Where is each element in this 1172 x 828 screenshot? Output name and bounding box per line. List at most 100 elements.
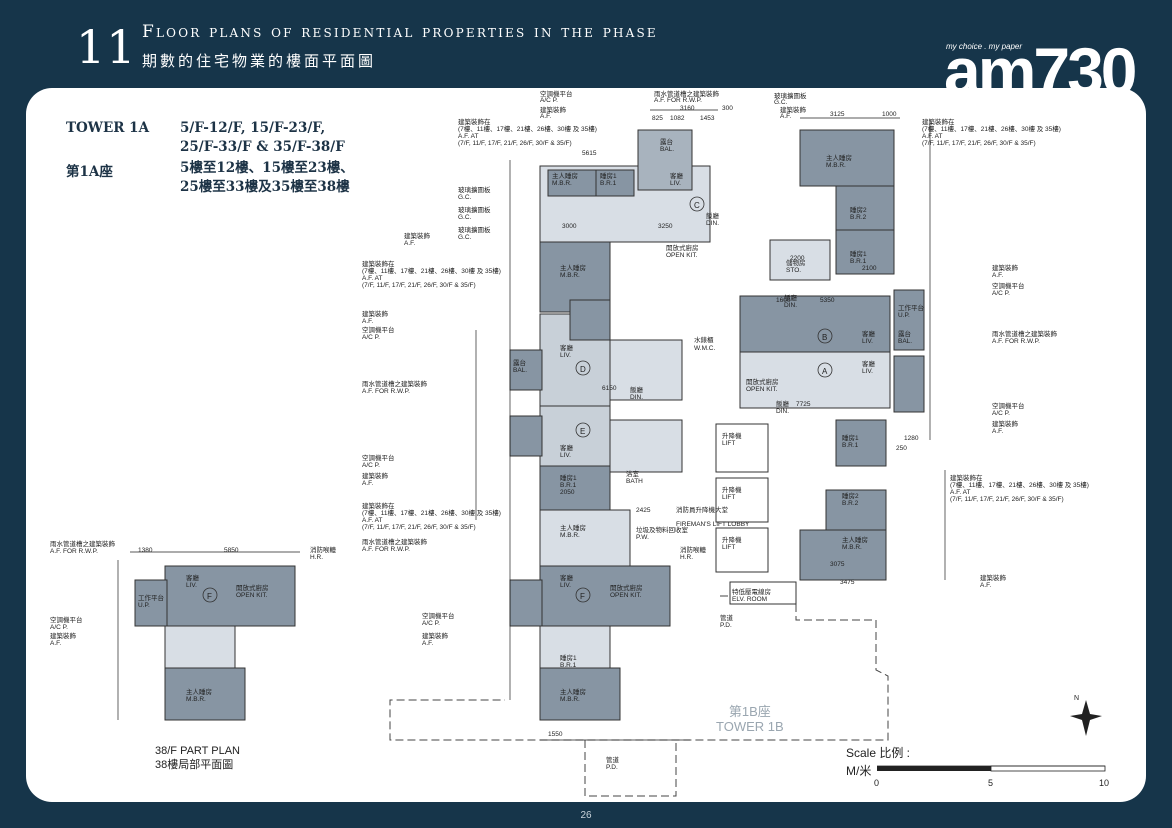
page-header: 11 Floor plans of residential properties… [0, 0, 1172, 104]
kitchen-label-a: 開放式廚房 [746, 377, 779, 386]
unit-markers [202, 196, 833, 603]
rwp-left-1: 雨水管道槽之建築裝飾 [362, 379, 428, 388]
dining-label-d-en: DIN. [630, 394, 643, 401]
tower-1b-outline [389, 595, 889, 797]
scale-tick-5: 5 [988, 778, 993, 788]
water-meter-label: 水錶櫃 [694, 335, 714, 344]
dim-2100: 2100 [862, 265, 877, 272]
af-at-zh-left-2: 建築裝飾在 [362, 501, 395, 510]
lift-label-3-en: LIFT [722, 544, 735, 551]
af-right-3: 建築裝飾 [980, 573, 1007, 582]
ac-platform-left-3-en: A/C P. [422, 620, 440, 627]
balcony-label-c-en: BAL. [660, 146, 674, 153]
master-bedroom-label-a-en: M.B.R. [842, 544, 862, 551]
scale-unit: M/米 [846, 764, 872, 778]
hose-reel-label: 消防喉轆 [680, 545, 707, 554]
balcony-label-b-en: BAL. [898, 338, 912, 345]
af-at-floors-zh-left: (7樓、11樓、17樓、21樓、26樓、30樓 及 35樓) [362, 266, 501, 275]
af-at-zh-topleft: 建築裝飾在 [458, 117, 491, 126]
af-at-floors-zh-right: (7樓、11樓、17樓、21樓、26樓、30樓 及 35樓) [950, 480, 1089, 489]
tower-1b-zh: 第1B座 [728, 704, 771, 719]
glass-cap-top: 玻璃擴圍板 [774, 91, 807, 100]
hose-reel-label-part: 消防喉轆 [310, 545, 337, 554]
ac-platform-right-1-en: A/C P. [992, 290, 1010, 297]
af-left-2-en: A.F. [362, 318, 373, 325]
rwp-left-2-en: A.F. FOR R.W.P. [362, 546, 410, 553]
dim-300: 300 [722, 105, 733, 112]
ac-platform-top-en: A/C P. [540, 97, 558, 104]
af-at-floors-zh-left-2: (7樓、11樓、17樓、21樓、26樓、30樓 及 35樓) [362, 508, 501, 517]
unit-b-rooms [739, 129, 925, 353]
living-label-f-en: LIV. [560, 582, 571, 589]
rwp-left-2: 雨水管道槽之建築裝飾 [362, 537, 428, 546]
refuse-room-label-en: P.W. [636, 534, 649, 541]
af-top-mid-en: A.F. [780, 113, 791, 120]
scale-tick-10: 10 [1099, 778, 1109, 788]
bedroom1-label-f-en: B.R.1 [560, 662, 577, 669]
dining-label-c-en: DIN. [706, 220, 719, 227]
dining-label-b: 飯廳 [784, 293, 798, 302]
annotation-callouts: 空調機平台 A/C P. 建築裝飾 A.F. 建築裝飾在 (7樓、11樓、17樓… [50, 89, 1089, 647]
section-title-zh: 期數的住宅物業的樓面平面圖 [142, 52, 377, 70]
dim-1550: 1550 [548, 731, 563, 738]
logo-tagline: my choice . my paper [946, 42, 1023, 51]
master-bedroom-label-b-en: M.B.R. [826, 162, 846, 169]
dim-1453: 1453 [700, 115, 715, 122]
ac-platform-right-2-en: A/C P. [992, 410, 1010, 417]
af-left-4: 建築裝飾 [422, 631, 449, 640]
af-at-left: A.F. AT [362, 275, 382, 282]
dim-3125: 3125 [830, 111, 845, 118]
unit-marker-f: F [580, 592, 585, 601]
unit-f-part-plan [134, 565, 296, 721]
rwp-part: 雨水管道槽之建築裝飾 [50, 539, 116, 548]
bedroom1-label-c-en: B.R.1 [600, 180, 617, 187]
rwp-top: 雨水管道槽之建築裝飾 [654, 89, 720, 98]
af-right-2-en: A.F. [992, 428, 1003, 435]
af-part-en: A.F. [50, 640, 61, 647]
bedroom1-label-b: 睡房1 [850, 249, 867, 258]
glass-cap-left-3-en: G.C. [458, 234, 472, 241]
af-at-left-2: A.F. AT [362, 517, 382, 524]
master-bedroom-label-part: 主人睡房 [186, 687, 212, 696]
dim-250: 250 [896, 445, 907, 452]
ac-platform-part-en: A/C P. [50, 624, 68, 631]
master-bedroom-label-e: 主人睡房 [560, 523, 586, 532]
lift-label-2: 升降機 [722, 485, 742, 494]
unit-marker-f-part: F [207, 592, 212, 601]
dim-6150: 6150 [602, 385, 617, 392]
af-at-floors-topright: (7/F, 11/F, 17/F, 21/F, 26/F, 30/F & 35/… [922, 140, 1036, 147]
unit-e-rooms [509, 405, 683, 567]
dim-3475: 3475 [840, 579, 855, 586]
af-at-floors-zh-topright: (7樓、11樓、17樓、21樓、26樓、30樓 及 35樓) [922, 124, 1061, 133]
living-label-e-en: LIV. [560, 452, 571, 459]
living-label-d-en: LIV. [560, 352, 571, 359]
unit-marker-a: A [822, 367, 828, 376]
af-right-2: 建築裝飾 [992, 419, 1019, 428]
unit-c-rooms [539, 129, 711, 243]
rwp-right: 雨水管道槽之建築裝飾 [992, 329, 1058, 338]
rwp-right-en: A.F. FOR R.W.P. [992, 338, 1040, 345]
dim-3000: 3000 [562, 223, 577, 230]
lift-label-3: 升降機 [722, 535, 742, 544]
dining-label-c: 飯廳 [706, 211, 720, 220]
af-right-3-en: A.F. [980, 582, 991, 589]
ac-platform-left-2-en: A/C P. [362, 462, 380, 469]
scale-tick-0: 0 [874, 778, 879, 788]
af-part: 建築裝飾 [50, 631, 77, 640]
pipe-duct-label-1: 管道 [720, 613, 734, 622]
bedroom2-label-b-en: B.R.2 [850, 214, 867, 221]
dim-5850: 5850 [224, 547, 239, 554]
refuse-room-label: 垃圾及物料回收室 [636, 525, 689, 534]
scale-label: Scale 比例 : [846, 746, 911, 760]
master-bedroom-label-b: 主人睡房 [826, 153, 852, 162]
af-at-floors-right: (7/F, 11/F, 17/F, 21/F, 26/F, 30/F & 35/… [950, 496, 1064, 503]
ac-platform-top: 空調機平台 [540, 89, 573, 98]
store-label-b-en: STO. [786, 267, 801, 274]
part-plan-caption: 38/F PART PLAN 38樓局部平面圖 [155, 744, 240, 772]
pipe-duct-label-1-en: P.D. [720, 622, 732, 629]
bedroom1-label-e: 睡房1 [560, 473, 577, 482]
balcony-label-d: 露台 [513, 358, 526, 367]
dimension-lines [117, 109, 946, 741]
bedroom2-label-a: 睡房2 [842, 491, 859, 500]
